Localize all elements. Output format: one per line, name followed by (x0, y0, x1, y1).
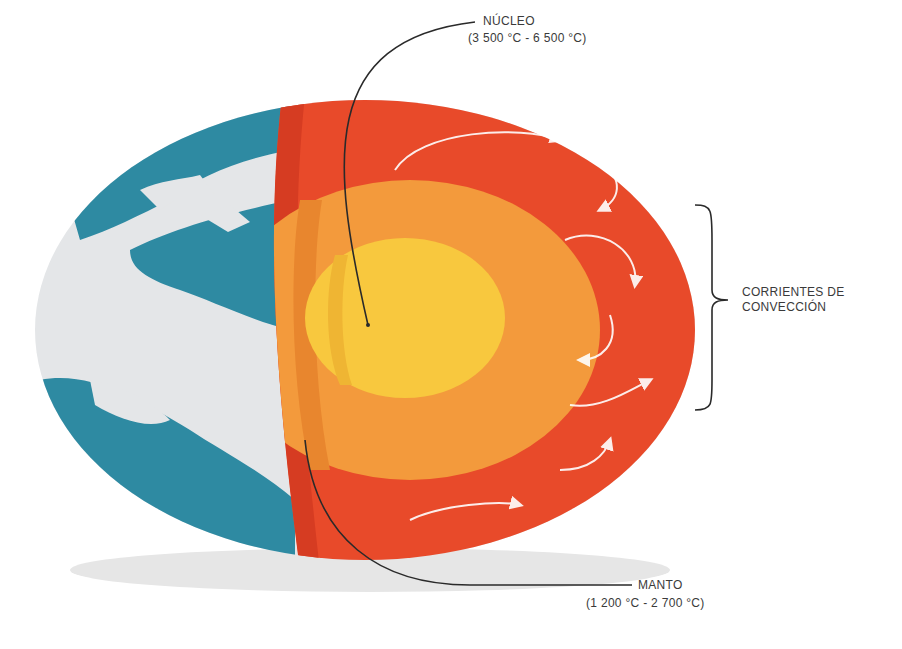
globe (30, 90, 720, 580)
temperature-range: (1 200 °C - 2 700 °C) (586, 596, 705, 611)
temperature-range: (3 500 °C - 6 500 °C) (468, 31, 587, 46)
part-name: MANTO (638, 578, 683, 593)
leader-lines (305, 22, 728, 585)
convection-arrows (395, 132, 650, 520)
part-name: CORRIENTES DE CONVECCIÓN (742, 285, 854, 315)
part-name: NÚCLEO (483, 14, 535, 29)
